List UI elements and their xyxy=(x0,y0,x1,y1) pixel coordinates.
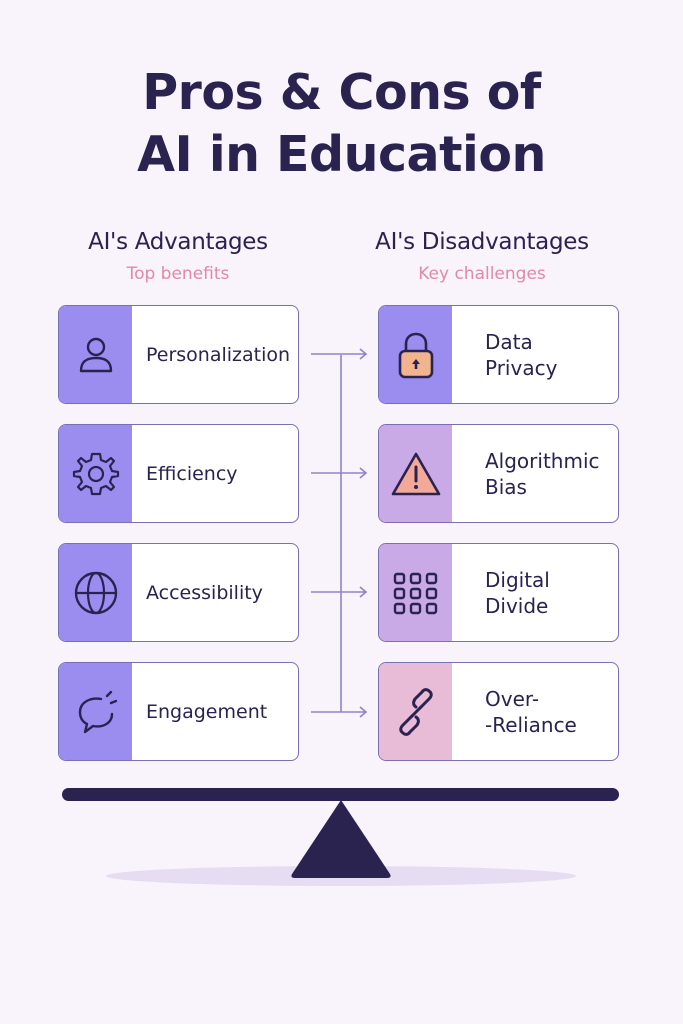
disadvantage-label-line-2: Privacy xyxy=(485,355,558,380)
disadvantage-card-data-privacy: Data Privacy xyxy=(378,305,619,404)
disadvantage-label: Algorithmic Bias xyxy=(452,425,618,522)
scale-beam xyxy=(62,788,619,801)
advantage-icon-cell xyxy=(59,544,132,641)
disadvantage-card-over-reliance: Over- -Reliance xyxy=(378,662,619,761)
advantages-header: AI's Advantages Top benefits xyxy=(48,227,308,285)
warning-icon xyxy=(391,452,440,495)
advantage-card-efficiency: Efficiency xyxy=(58,424,299,523)
page-title: Pros & Cons of AI in Education xyxy=(0,62,683,186)
disadvantage-icon-cell xyxy=(379,306,452,403)
disadvantage-label-line-2: Divide xyxy=(485,593,549,618)
chain-link-icon xyxy=(398,687,433,736)
advantage-label: Personalization xyxy=(146,343,291,366)
disadvantage-label-line-2: Bias xyxy=(485,474,527,499)
title-line-2: AI in Education xyxy=(137,126,546,183)
disadvantage-label-line-1: Digital xyxy=(485,567,550,592)
disadvantage-card-digital-divide: Digital Divide xyxy=(378,543,619,642)
disadvantage-label: Over- -Reliance xyxy=(452,663,618,760)
advantages-subheading: Top benefits xyxy=(126,264,230,284)
advantage-icon-cell xyxy=(59,425,132,522)
globe-icon xyxy=(74,571,117,614)
disadvantage-label: Digital Divide xyxy=(452,544,618,641)
chat-bubble-icon xyxy=(78,690,117,733)
person-icon xyxy=(79,337,112,372)
padlock-icon xyxy=(398,332,433,378)
disadvantage-icon-cell xyxy=(379,544,452,641)
advantage-card-personalization: Personalization xyxy=(58,305,299,404)
scale-fulcrum xyxy=(291,800,391,878)
advantage-icon-cell xyxy=(59,306,132,403)
advantage-card-engagement: Engagement xyxy=(58,662,299,761)
disadvantage-label-line-1: Algorithmic xyxy=(485,448,600,473)
grid-icon xyxy=(393,572,437,614)
advantage-card-accessibility: Accessibility xyxy=(58,543,299,642)
disadvantage-label-line-1: Over- xyxy=(485,686,540,711)
disadvantage-icon-cell xyxy=(379,663,452,760)
advantage-label: Efficiency xyxy=(146,462,238,485)
disadvantages-subheading: Key challenges xyxy=(418,264,546,284)
disadvantage-label-line-2: -Reliance xyxy=(485,712,577,737)
title-line-1: Pros & Cons of xyxy=(142,64,541,121)
disadvantages-heading: AI's Disadvantages xyxy=(375,229,589,255)
disadvantage-label-line-1: Data xyxy=(485,329,533,354)
advantage-label: Accessibility xyxy=(146,581,263,604)
disadvantages-header: AI's Disadvantages Key challenges xyxy=(352,227,612,285)
disadvantage-icon-cell xyxy=(379,425,452,522)
disadvantage-label: Data Privacy xyxy=(452,306,618,403)
disadvantage-card-algorithmic-bias: Algorithmic Bias xyxy=(378,424,619,523)
advantage-icon-cell xyxy=(59,663,132,760)
advantages-heading: AI's Advantages xyxy=(88,229,268,255)
gear-icon xyxy=(72,452,119,495)
advantage-label: Engagement xyxy=(146,700,268,723)
